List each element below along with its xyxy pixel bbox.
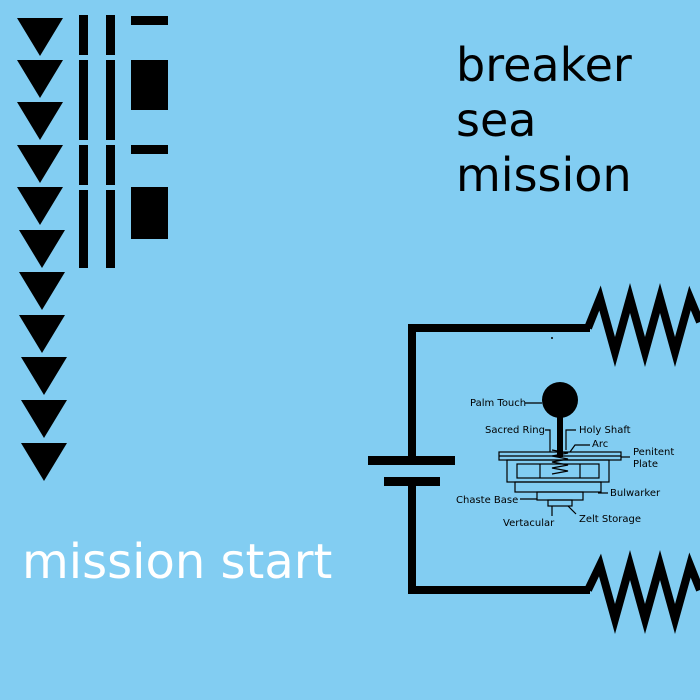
title-line-sea: sea: [456, 93, 537, 147]
joystick-base: [514, 481, 602, 493]
battery-long-plate: [368, 456, 455, 465]
leader-line: [569, 444, 590, 453]
bar-segment: [106, 190, 115, 268]
down-triangle-icon: [21, 400, 67, 438]
leader-line: [567, 505, 577, 515]
circuit: [408, 283, 700, 634]
bar-segment: [106, 15, 115, 55]
title-line-mission: mission: [456, 148, 632, 202]
down-triangle-icon: [19, 272, 65, 310]
battery-short-plate: [384, 477, 440, 486]
bar-segment: [106, 60, 115, 140]
bar-segment: [79, 190, 88, 268]
label-zelt-storage: Zelt Storage: [579, 514, 641, 525]
dash-mark: [131, 16, 168, 25]
resistor-top: [584, 283, 700, 367]
triangle-column: [17, 18, 67, 481]
label-penitent-plate-1: Penitent: [633, 447, 674, 458]
down-triangle-icon: [21, 357, 67, 395]
block-mark: [131, 60, 168, 110]
leader-line: [545, 429, 551, 452]
label-palm-touch: Palm Touch: [470, 398, 526, 409]
label-bulwarker: Bulwarker: [610, 488, 661, 499]
down-triangle-icon: [17, 145, 63, 183]
dash-mark: [131, 145, 168, 154]
joystick-base-lower: [536, 491, 584, 501]
joystick-ball-icon: [542, 382, 578, 418]
bar-segment: [79, 15, 88, 55]
vertical-bars: [79, 15, 115, 268]
battery-icon: [368, 456, 455, 486]
block-mark: [131, 187, 168, 239]
label-arc: Arc: [592, 439, 608, 450]
joystick-labels: Palm Touch Sacred Ring Holy Shaft Arc Pe…: [456, 398, 674, 529]
label-penitent-plate-2: Plate: [633, 459, 658, 470]
mission-start-label: mission start: [22, 534, 333, 590]
bar-segment: [106, 145, 115, 185]
down-triangle-icon: [19, 230, 65, 268]
dot-mark: [551, 337, 553, 339]
down-triangle-icon: [17, 60, 63, 98]
circuit-wire-bottom: [408, 480, 590, 594]
joystick-base-bottom: [547, 499, 573, 507]
joystick-diagram: [498, 382, 630, 516]
circuit-wire-top: [408, 324, 590, 465]
down-triangle-icon: [17, 102, 63, 140]
joystick-housing-inner: [516, 463, 600, 479]
leader-line: [565, 429, 576, 450]
down-triangle-icon: [21, 443, 67, 481]
down-triangle-icon: [17, 18, 63, 56]
resistor-bottom: [584, 550, 700, 634]
label-vertacular: Vertacular: [503, 518, 555, 529]
label-holy-shaft: Holy Shaft: [579, 425, 631, 436]
down-triangle-icon: [17, 187, 63, 225]
label-chaste-base: Chaste Base: [456, 495, 518, 506]
bar-segment: [79, 60, 88, 140]
joystick-shaft: [557, 417, 563, 457]
block-marks: [131, 16, 168, 239]
joystick-spring: [551, 449, 569, 475]
title-line-breaker: breaker: [456, 38, 632, 92]
label-sacred-ring: Sacred Ring: [485, 425, 545, 436]
down-triangle-icon: [19, 315, 65, 353]
bar-segment: [79, 145, 88, 185]
